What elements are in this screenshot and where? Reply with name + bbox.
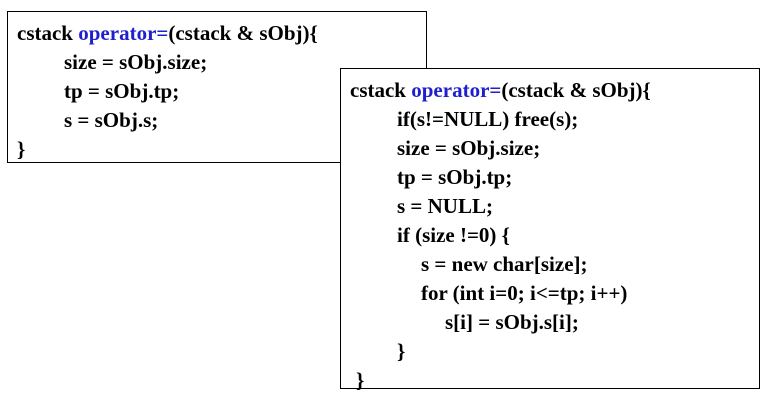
code-line-closing-brace: } (356, 368, 365, 392)
keyword-operator: operator= (411, 78, 502, 102)
code-line-signature: cstack operator=(cstack & sObj){ (350, 76, 759, 105)
code-text: (cstack & sObj){ (501, 78, 651, 102)
code-line: tp = sObj.tp; (397, 165, 513, 189)
code-line-closing-brace: } (17, 137, 26, 161)
code-line: s = sObj.s; (64, 108, 159, 132)
code-line: tp = sObj.tp; (64, 79, 180, 103)
code-line: for (int i=0; i<=tp; i++) (421, 281, 628, 305)
code-line: s = new char[size]; (421, 252, 588, 276)
code-line: s[i] = sObj.s[i]; (445, 310, 579, 334)
code-line-signature: cstack operator=(cstack & sObj){ (17, 19, 426, 48)
code-text: (cstack & sObj){ (168, 21, 318, 45)
code-text: cstack (350, 78, 412, 102)
keyword-operator: operator= (78, 21, 169, 45)
code-line: if(s!=NULL) free(s); (397, 107, 579, 131)
code-box-deep-copy-assignment: cstack operator=(cstack & sObj){ if(s!=N… (340, 68, 760, 392)
code-line: size = sObj.size; (64, 50, 208, 74)
code-line: s = NULL; (397, 194, 493, 218)
code-line-closing-brace: } (397, 339, 406, 363)
code-line: size = sObj.size; (397, 136, 541, 160)
code-text: cstack (17, 21, 79, 45)
code-line: if (size !=0) { (397, 223, 510, 247)
